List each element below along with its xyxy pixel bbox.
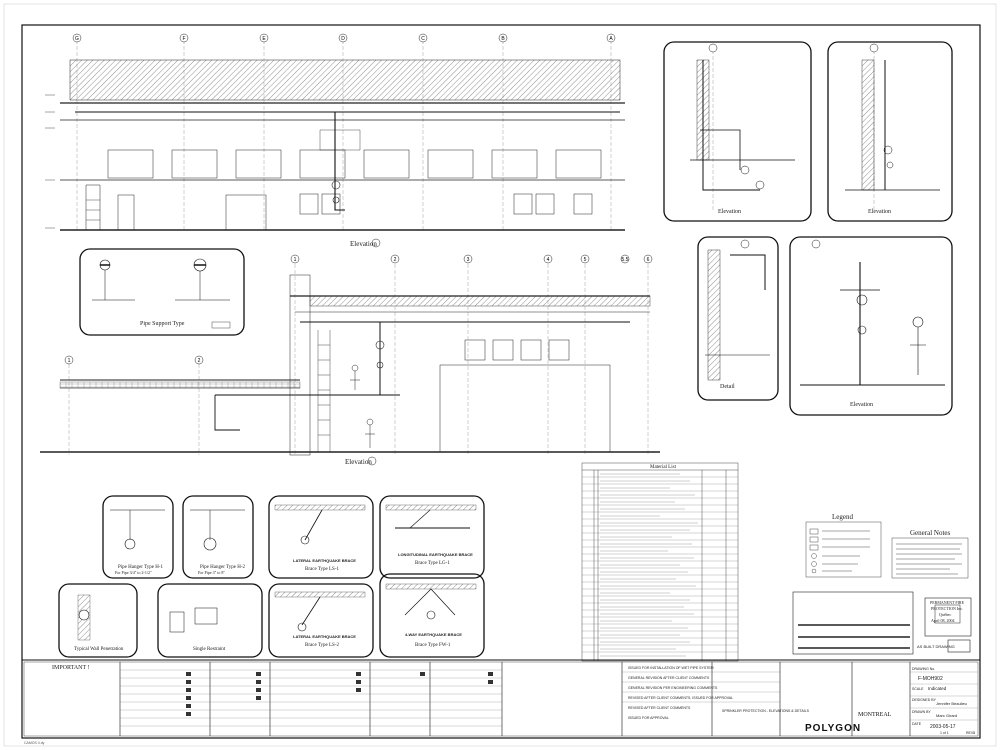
brace4-title: 4-WAY EARTHQUAKE BRACE	[405, 632, 462, 637]
wall-pen-label: Typical Wall Penetration	[74, 647, 124, 652]
general-notes-box	[891, 537, 969, 579]
revision-row: GENERAL REVISION PER ENGINEERING COMMENT…	[628, 686, 718, 690]
drawing-no-label: DRAWING No.	[912, 667, 935, 671]
grid-label: 2	[394, 257, 397, 263]
grid-label: 1	[294, 257, 297, 263]
drawing-no: F-MOH902	[918, 676, 943, 682]
stamp-line1: PERMANENT FIRE	[930, 600, 965, 605]
elevation-r3-label: Elevation	[850, 402, 873, 408]
scale-label: SCALE	[912, 687, 924, 691]
detail-boxes-row2	[58, 573, 485, 658]
sheet-number: 1 of 1	[940, 731, 949, 735]
grid-label: E	[262, 36, 266, 42]
elevation-r1-label: Elevation	[718, 209, 741, 215]
drawn-label: DRAWN BY	[912, 710, 931, 714]
grid-label: D	[341, 36, 345, 42]
brace2-label: Brace Type LG-1	[415, 561, 450, 566]
scale-bars	[792, 591, 972, 655]
sheet-border	[21, 24, 981, 739]
rev-label: REV.	[966, 731, 974, 735]
elevation-r2-frame	[827, 41, 953, 222]
single-rest-label: Single Restraint	[193, 647, 226, 652]
detail-r-label: Detail	[720, 384, 735, 390]
brace3-label: Brace Type LS-2	[305, 643, 339, 648]
elevation-mid-drawing	[40, 258, 660, 456]
elevation-top-drawing	[45, 40, 625, 232]
grid-label: 4	[547, 257, 550, 263]
hanger2-label: Pipe Hanger Type H-2	[200, 565, 245, 570]
designed-label: DESIGNED BY	[912, 698, 937, 702]
elevation-r2-label: Elevation	[868, 209, 891, 215]
grid-label: B	[501, 36, 505, 42]
elevation-mid-label: Elevation	[345, 458, 372, 466]
elevation-r3-frame	[789, 236, 953, 416]
revision-row: ISSUED FOR INSTALLATION OF WET PIPE SYST…	[628, 666, 714, 670]
legend-box	[805, 521, 882, 578]
grid-label: G	[75, 36, 79, 42]
brace1-label: Brace Type LS-1	[305, 567, 339, 572]
grid-label: 2	[198, 358, 201, 364]
stamp-line4: April 08, 2004	[931, 618, 954, 624]
title-block-grid	[23, 661, 979, 737]
detail-boxes-row1	[102, 495, 485, 579]
stamp-line3: Québec	[939, 612, 951, 617]
grid-label: 3	[467, 257, 470, 263]
grid-top-bubbles: G F E D C B A	[72, 33, 616, 43]
grid-label: A	[609, 36, 613, 42]
material-list-title: Material List	[650, 465, 677, 470]
grid-label: 5	[584, 257, 587, 263]
firm-city: MONTREAL	[858, 712, 892, 718]
subject-text: SPRINKLER PROTECTION - ELEVATIONS & DETA…	[722, 709, 810, 713]
grid-label: 6	[647, 257, 650, 263]
scale-value: Indicated	[928, 686, 947, 691]
designed-value: Jennifer Beaulieu	[936, 701, 967, 706]
hanger2-sub: For Pipe 3" to 8"	[198, 570, 225, 575]
important-title: IMPORTANT !	[52, 665, 90, 671]
grid-label: 1	[68, 358, 71, 364]
hanger1-label: Pipe Hanger Type H-1	[118, 565, 163, 570]
firm-logo: POLYGON MONTREAL	[805, 712, 892, 734]
revision-row: REVISED AFTER CLIENT COMMENTS, ISSUED FO…	[628, 696, 733, 700]
rev-value: 5	[973, 730, 976, 735]
revision-row: REVISED AFTER CLIENT COMMENTS	[628, 706, 691, 710]
legend-title: Legend	[832, 513, 853, 521]
firm-name: POLYGON	[805, 723, 861, 734]
grid-label: F	[182, 36, 185, 42]
pipe-support-label: Pipe Support Type	[140, 321, 185, 327]
revision-row: ISSUED FOR APPROVAL	[628, 716, 669, 720]
revisions-list: ISSUED FOR INSTALLATION OF WET PIPE SYST…	[628, 666, 733, 720]
general-notes-title: General Notes	[910, 529, 951, 537]
drawn-value: Marc Girard	[936, 713, 957, 718]
brace2-title: LONGITUDINAL EARTHQUAKE BRACE	[398, 552, 473, 557]
grid-label: 5.5	[622, 257, 629, 263]
pipe-support-frame	[79, 248, 245, 336]
elevation-top-label: Elevation	[350, 240, 377, 248]
elevation-r1-frame	[663, 41, 812, 222]
stamp-line2: PROTECTION Inc.	[931, 606, 963, 611]
revision-row: GENERAL REVISION AFTER CLIENT COMMENTS	[628, 676, 710, 680]
hanger1-sub: For Pipe 3/4" to 2-1/2"	[115, 570, 152, 575]
brace4-label: Brace Type FW-1	[415, 643, 451, 648]
as-built-label: AS BUILT DRAWING	[917, 644, 955, 649]
brace1-title: LATERAL EARTHQUAKE BRACE	[293, 558, 356, 563]
frame-label: CAMOS 4.dy	[24, 741, 45, 745]
grid-label: C	[421, 36, 425, 42]
brace3-title: LATERAL EARTHQUAKE BRACE	[293, 634, 356, 639]
grid-mid-bubbles: 1 2 1 2 3 4 5 5.5 6	[64, 254, 653, 365]
detail-r-frame	[697, 236, 779, 401]
date-value: 2003-05-17	[930, 724, 956, 730]
date-label: DATE	[912, 722, 922, 726]
material-list-table	[581, 462, 739, 662]
